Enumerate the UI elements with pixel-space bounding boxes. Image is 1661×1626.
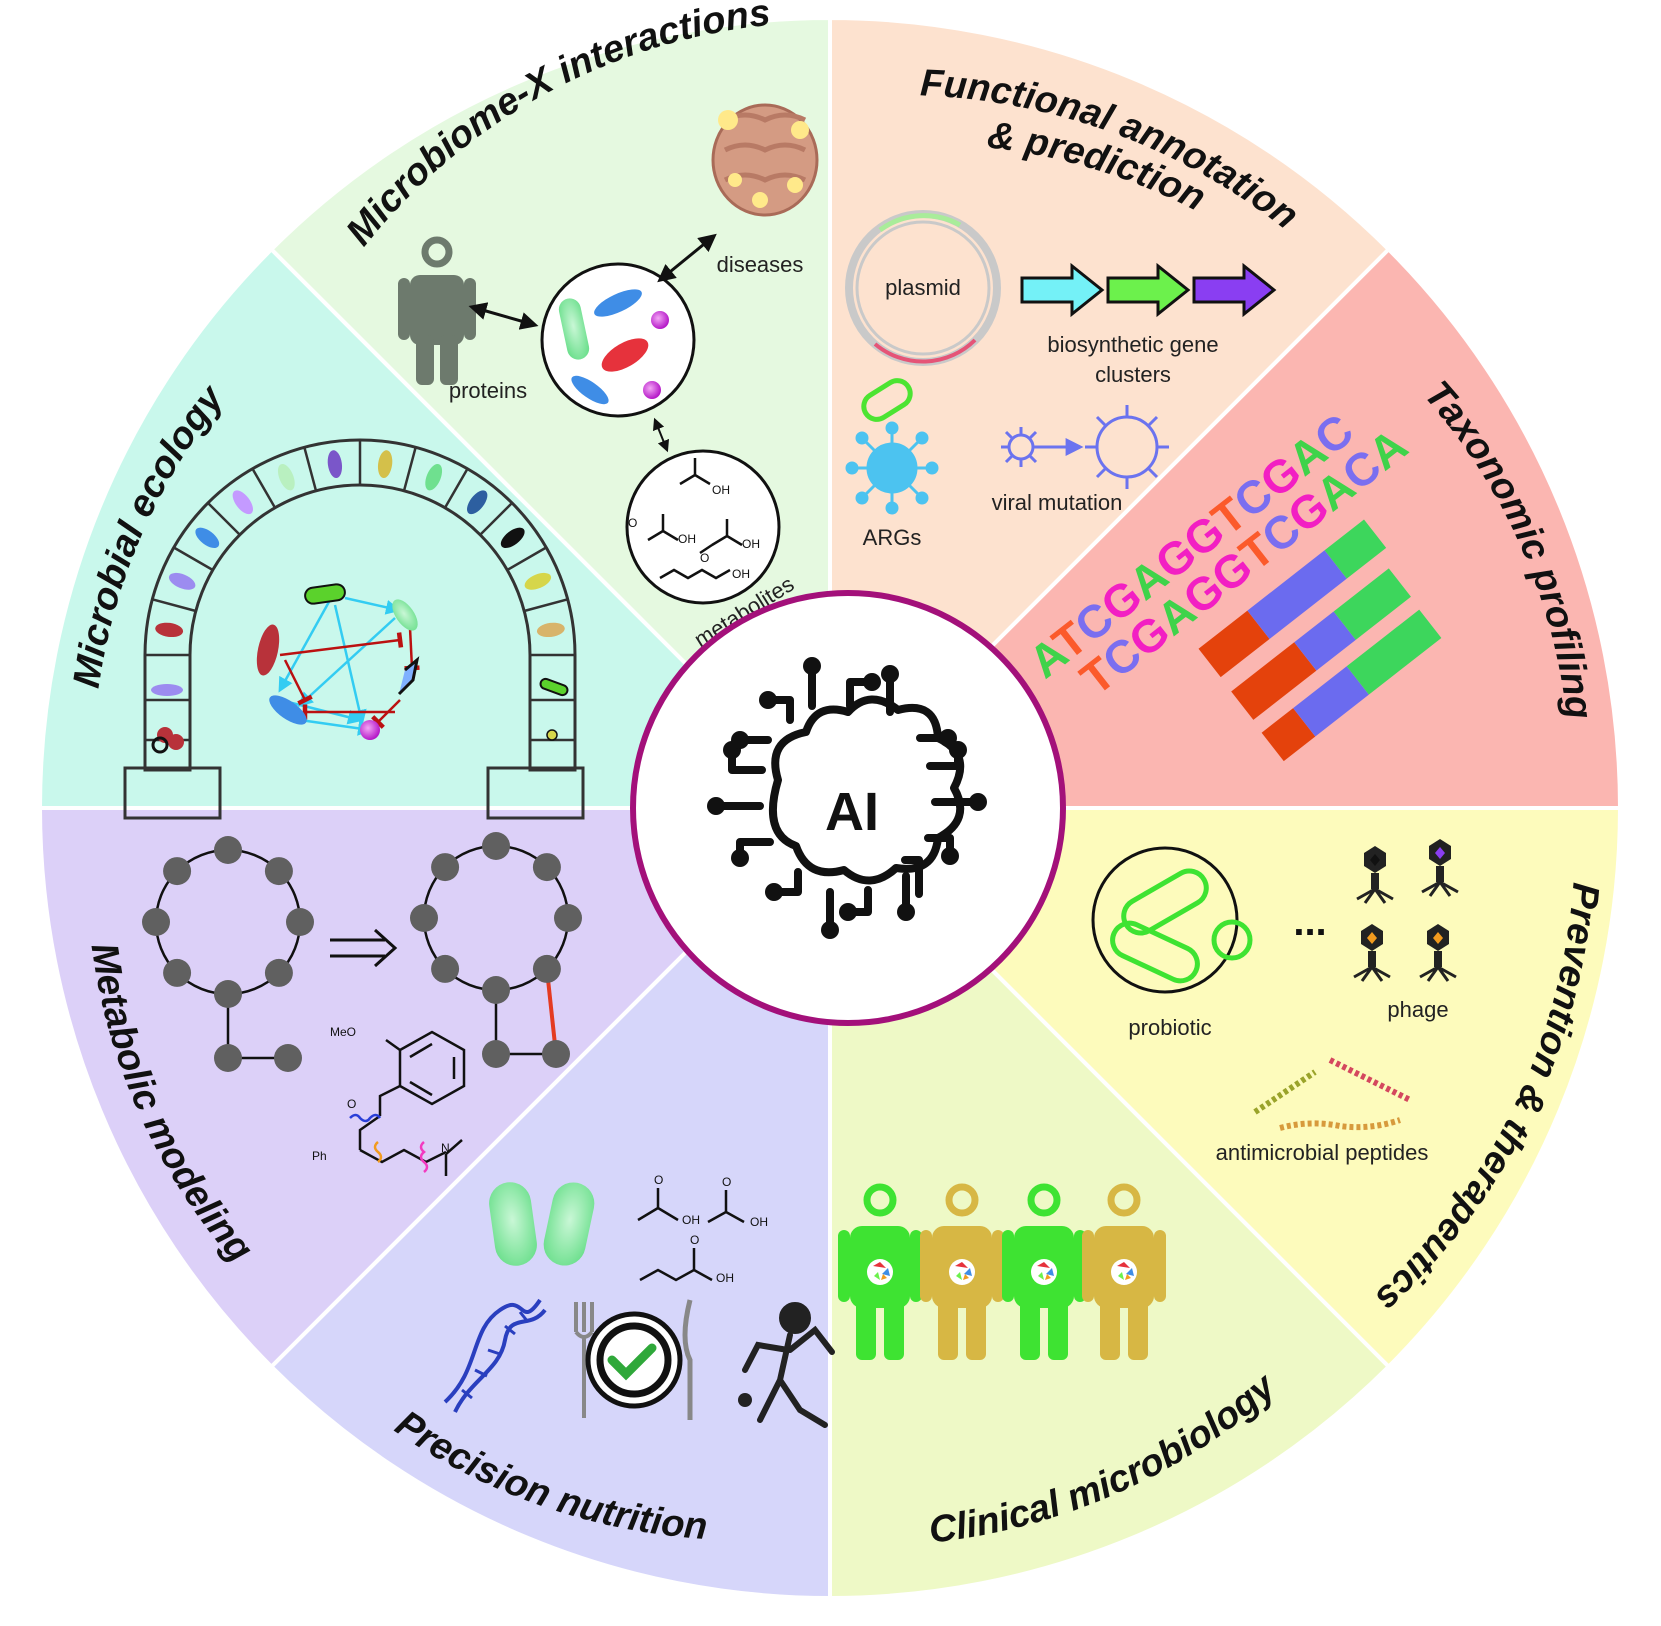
healthy-diet-plate-icon [574,1299,693,1420]
label-bgc-line2: clusters [1095,362,1171,387]
sector-microbial-ecology [37,246,835,810]
ai-brain-circuit-icon [716,664,979,932]
short-chain-fatty-acids-icon [637,1188,745,1282]
sector-taxonomic-profiling [825,246,1623,810]
chem-oh: OH [742,537,760,551]
label-phage: phage [1387,997,1448,1022]
phage-icon [1421,839,1459,897]
chem-n: N [441,1141,450,1155]
probiotic-icon [1091,846,1253,994]
label-antimicrobial-peptides: antimicrobial peptides [1216,1140,1429,1165]
metabolites-icon: OH OH O OH O OH [625,449,781,605]
relative-abundance-bars-icon [1198,519,1442,762]
chem-oh: OH [682,1213,700,1227]
bacteria-icon [489,1182,595,1266]
modified-metabolic-network-graph [410,832,582,1068]
ecology-arch-icon [123,438,585,820]
dna-sequences: ATCGAGGTCGAC TCGAGGTCGACA [1019,404,1417,705]
label-diseases: diseases [717,252,804,277]
chem-oh: OH [678,532,696,546]
phage-icon [1419,924,1457,982]
sector-metabolic-modeling [37,806,835,1370]
patient-figure-icon [920,1183,1004,1360]
phage-icon [1353,924,1391,982]
ai-circuit-nodes [707,657,987,939]
chem-o: O [722,1175,731,1189]
label-bgc-line1: biosynthetic gene [1047,332,1218,357]
implies-arrow-icon [330,928,398,968]
chem-o: O [654,1173,663,1187]
label-plasmid: plasmid [885,275,961,300]
ai-label: AI [825,782,879,842]
viral-mutation-icon [1001,405,1169,489]
running-person-icon [738,1302,835,1428]
chem-oh: OH [712,483,730,497]
chem-oh: OH [732,567,750,581]
label-args: ARGs [863,525,922,550]
patient-figure-icon [1082,1183,1166,1360]
chem-oh: OH [716,1271,734,1285]
molecule-structure-icon [349,1030,466,1176]
chem-o: O [347,1097,356,1111]
phage-icon [1356,846,1394,904]
microbiome-community-icon [540,262,696,418]
ai-center-hub: AI [630,590,1066,1026]
patient-figures [838,1183,1166,1360]
chem-oh: OH [750,1215,768,1229]
sector-prevention-therapeutics [825,806,1623,1370]
microbial-interaction-network [256,583,420,740]
metabolic-network-graph [142,836,314,1072]
plasmid-icon [845,210,1001,366]
label-proteins: proteins [449,378,527,403]
intestine-icon [711,103,819,217]
antimicrobial-peptides-icon [1253,1057,1412,1131]
sector-microbiome-x-interactions [268,15,832,813]
chem-o: O [700,551,709,565]
gene-cluster-arrows-icon [1020,262,1277,318]
dna-helix-icon [443,1298,547,1413]
ai-center-ring [630,590,1066,1026]
label-viral-mutation: viral mutation [992,490,1123,515]
sector-functional-annotation [828,15,1392,813]
phage-icons [1353,839,1459,982]
patient-figure-icon [838,1183,922,1360]
chem-meo: MeO [330,1025,356,1039]
chem-o: O [628,516,637,530]
ellipsis: ... [1293,900,1326,944]
args-icon [845,378,939,515]
chem-ph: Ph [312,1149,327,1163]
label-probiotic: probiotic [1128,1015,1211,1040]
chem-o: O [690,1233,699,1247]
patient-figure-icon [1002,1183,1086,1360]
